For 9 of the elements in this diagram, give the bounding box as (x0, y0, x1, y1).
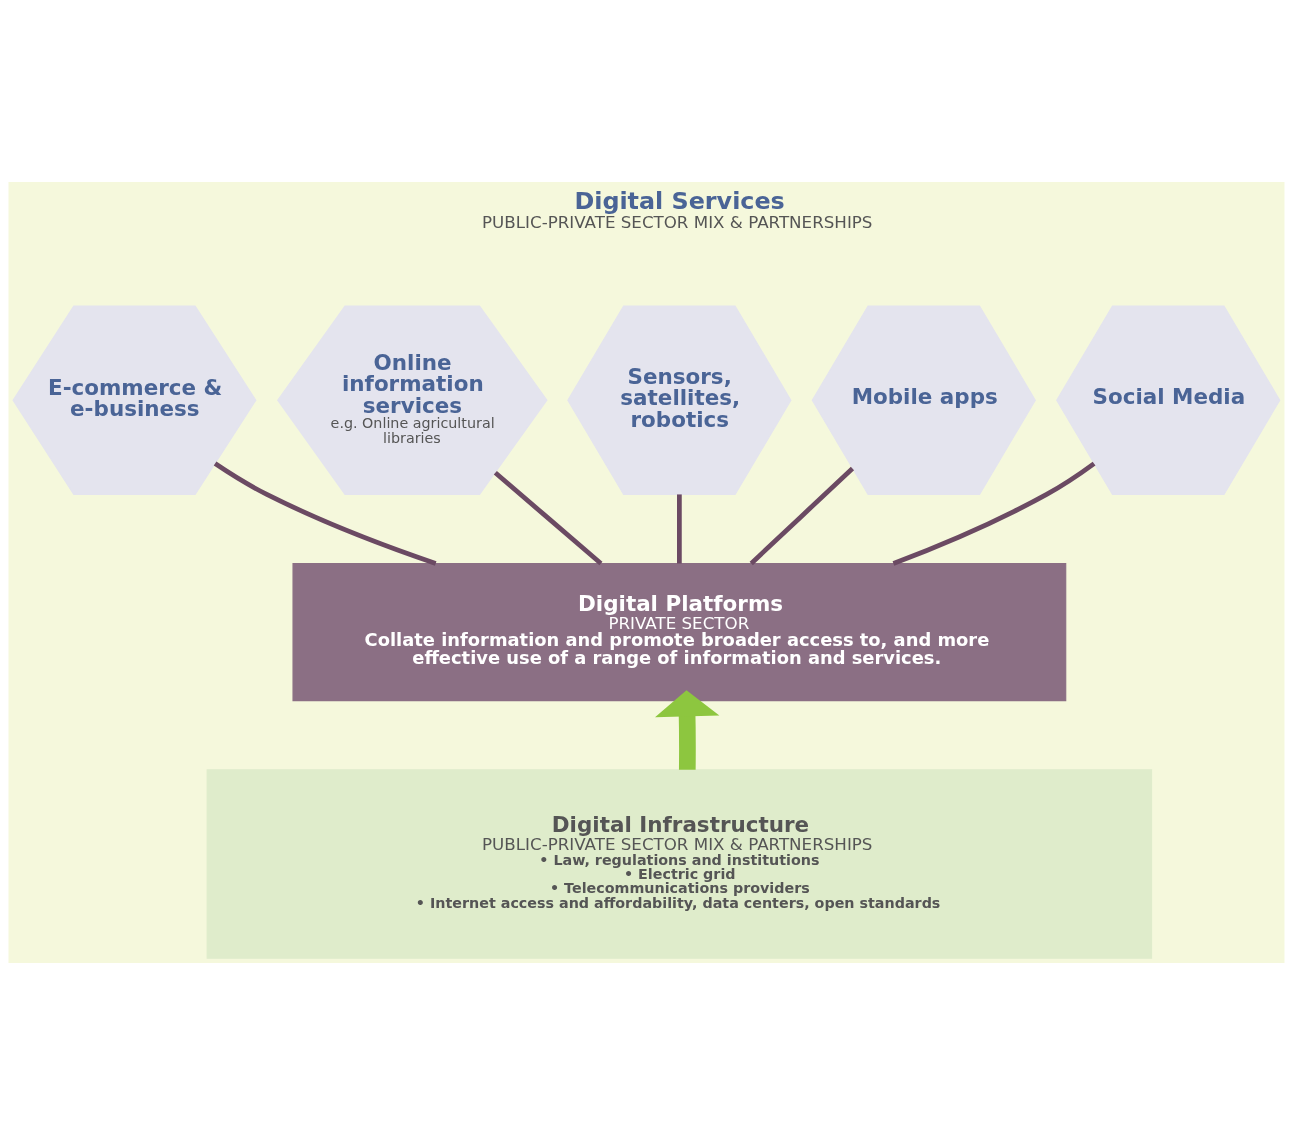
connector (677, 493, 682, 563)
label: Digital Services (574, 186, 785, 215)
arrow (655, 689, 720, 770)
node-box: Digital Infrastructure PUBLIC-PRIVATE SECTOR MIX & PARTNERSHIPS • Law, regulations and institutions • Electric grid • Telecommunications providers • Internet access and affordability, data centers, open standards (206, 768, 1153, 959)
node-box: Digital Platforms PRIVATE SECTOR Collate information and promote broader access to, and more effective use of a range of information and services. (292, 562, 1067, 701)
connector (892, 461, 1096, 566)
connector (213, 461, 437, 566)
connector (493, 470, 603, 565)
connector (749, 466, 855, 565)
